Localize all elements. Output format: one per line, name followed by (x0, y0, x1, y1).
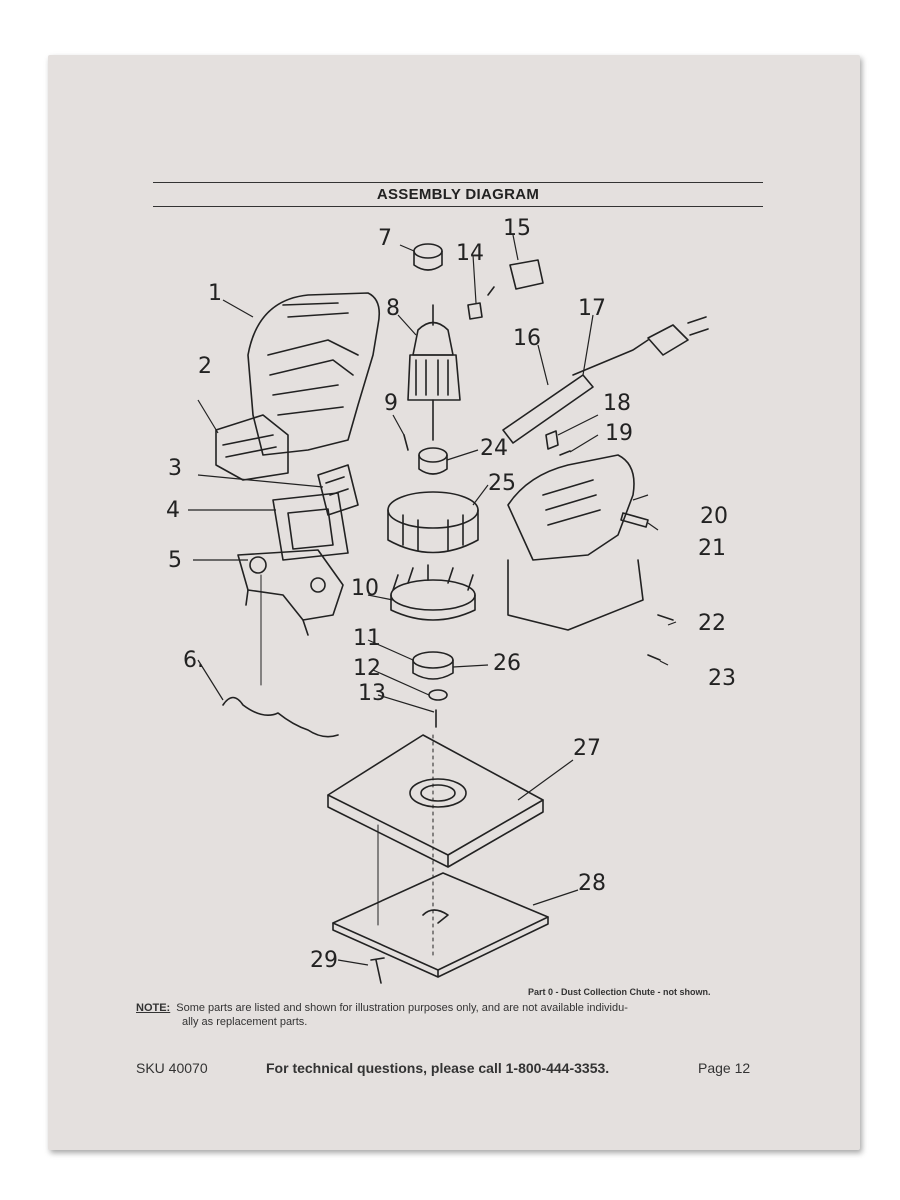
tube-part (502, 374, 594, 444)
label-22: 22 (698, 611, 726, 636)
label-7: 7 (378, 226, 392, 251)
label-16: 16 (513, 326, 541, 351)
washer-part (428, 689, 448, 701)
cable-part (222, 696, 339, 738)
header-rule-bottom (153, 206, 763, 207)
tech-support-line: For technical questions, please call 1-8… (266, 1060, 610, 1076)
top-bearing-part (413, 243, 443, 271)
label-19: 19 (605, 421, 633, 446)
screw-22-part (657, 614, 674, 621)
note-block: NOTE: Some parts are listed and shown for… (136, 1001, 776, 1029)
note-text-continued: ally as replacement parts. (182, 1016, 308, 1028)
part-zero-note: Part 0 - Dust Collection Chute - not sho… (528, 987, 711, 997)
label-26: 26 (493, 651, 521, 676)
label-9: 9 (384, 391, 398, 416)
bearing-24-part (418, 447, 448, 475)
label-8: 8 (386, 296, 400, 321)
bracket-part (237, 549, 344, 636)
label-25: 25 (488, 471, 516, 496)
brush-part (467, 286, 495, 320)
label-2: 2 (198, 354, 212, 379)
label-12: 12 (353, 656, 381, 681)
label-15: 15 (503, 216, 531, 241)
label-6: 6. (183, 648, 204, 673)
switch-plate-part (272, 492, 349, 561)
label-14: 14 (456, 241, 484, 266)
armature-part (407, 304, 461, 441)
clip-part (545, 430, 559, 450)
page-number: Page 12 (698, 1060, 751, 1076)
label-1: 1 (208, 281, 222, 306)
brush-cap-part (509, 259, 544, 290)
note-label: NOTE: (136, 1002, 171, 1014)
label-10: 10 (351, 576, 379, 601)
switch-block-part (215, 414, 289, 481)
label-5: 5 (168, 548, 182, 573)
label-3: 3 (168, 456, 182, 481)
pin-21-part (620, 512, 649, 528)
page-title: ASSEMBLY DIAGRAM (376, 186, 540, 203)
label-20: 20 (700, 504, 728, 529)
screw-part (559, 450, 571, 456)
small-pin-part (403, 434, 409, 451)
label-18: 18 (603, 391, 631, 416)
label-4: 4 (166, 498, 180, 523)
assembly-diagram: 1 2 3 4 5 6. 7 8 9 10 11 12 13 14 15 16 … (166, 216, 736, 984)
manual-page: ASSEMBLY DIAGRAM (48, 55, 860, 1150)
power-cord-part (572, 316, 709, 376)
housing-left-part (247, 292, 381, 456)
label-29: 29 (310, 948, 338, 973)
label-17: 17 (578, 296, 606, 321)
screw-29-part (370, 957, 385, 984)
stator-part (387, 491, 479, 554)
part-number-labels: 1 2 3 4 5 6. 7 8 9 10 11 12 13 14 15 16 … (166, 216, 736, 973)
counterweight-part (412, 651, 454, 680)
label-11: 11 (353, 626, 381, 651)
screw-23-part (647, 654, 661, 661)
label-23: 23 (708, 666, 736, 691)
label-28: 28 (578, 871, 606, 896)
small-plate-part (317, 464, 359, 516)
housing-right-part (507, 454, 644, 631)
label-24: 24 (480, 436, 508, 461)
label-27: 27 (573, 736, 601, 761)
fan-part (390, 564, 476, 621)
sanding-pad-part (332, 872, 549, 978)
note-text: Some parts are listed and shown for illu… (176, 1002, 628, 1014)
sku-number: SKU 40070 (136, 1060, 208, 1076)
header-rule-top (153, 182, 763, 183)
label-21: 21 (698, 536, 726, 561)
base-plate-part (327, 734, 544, 868)
label-13: 13 (358, 681, 386, 706)
